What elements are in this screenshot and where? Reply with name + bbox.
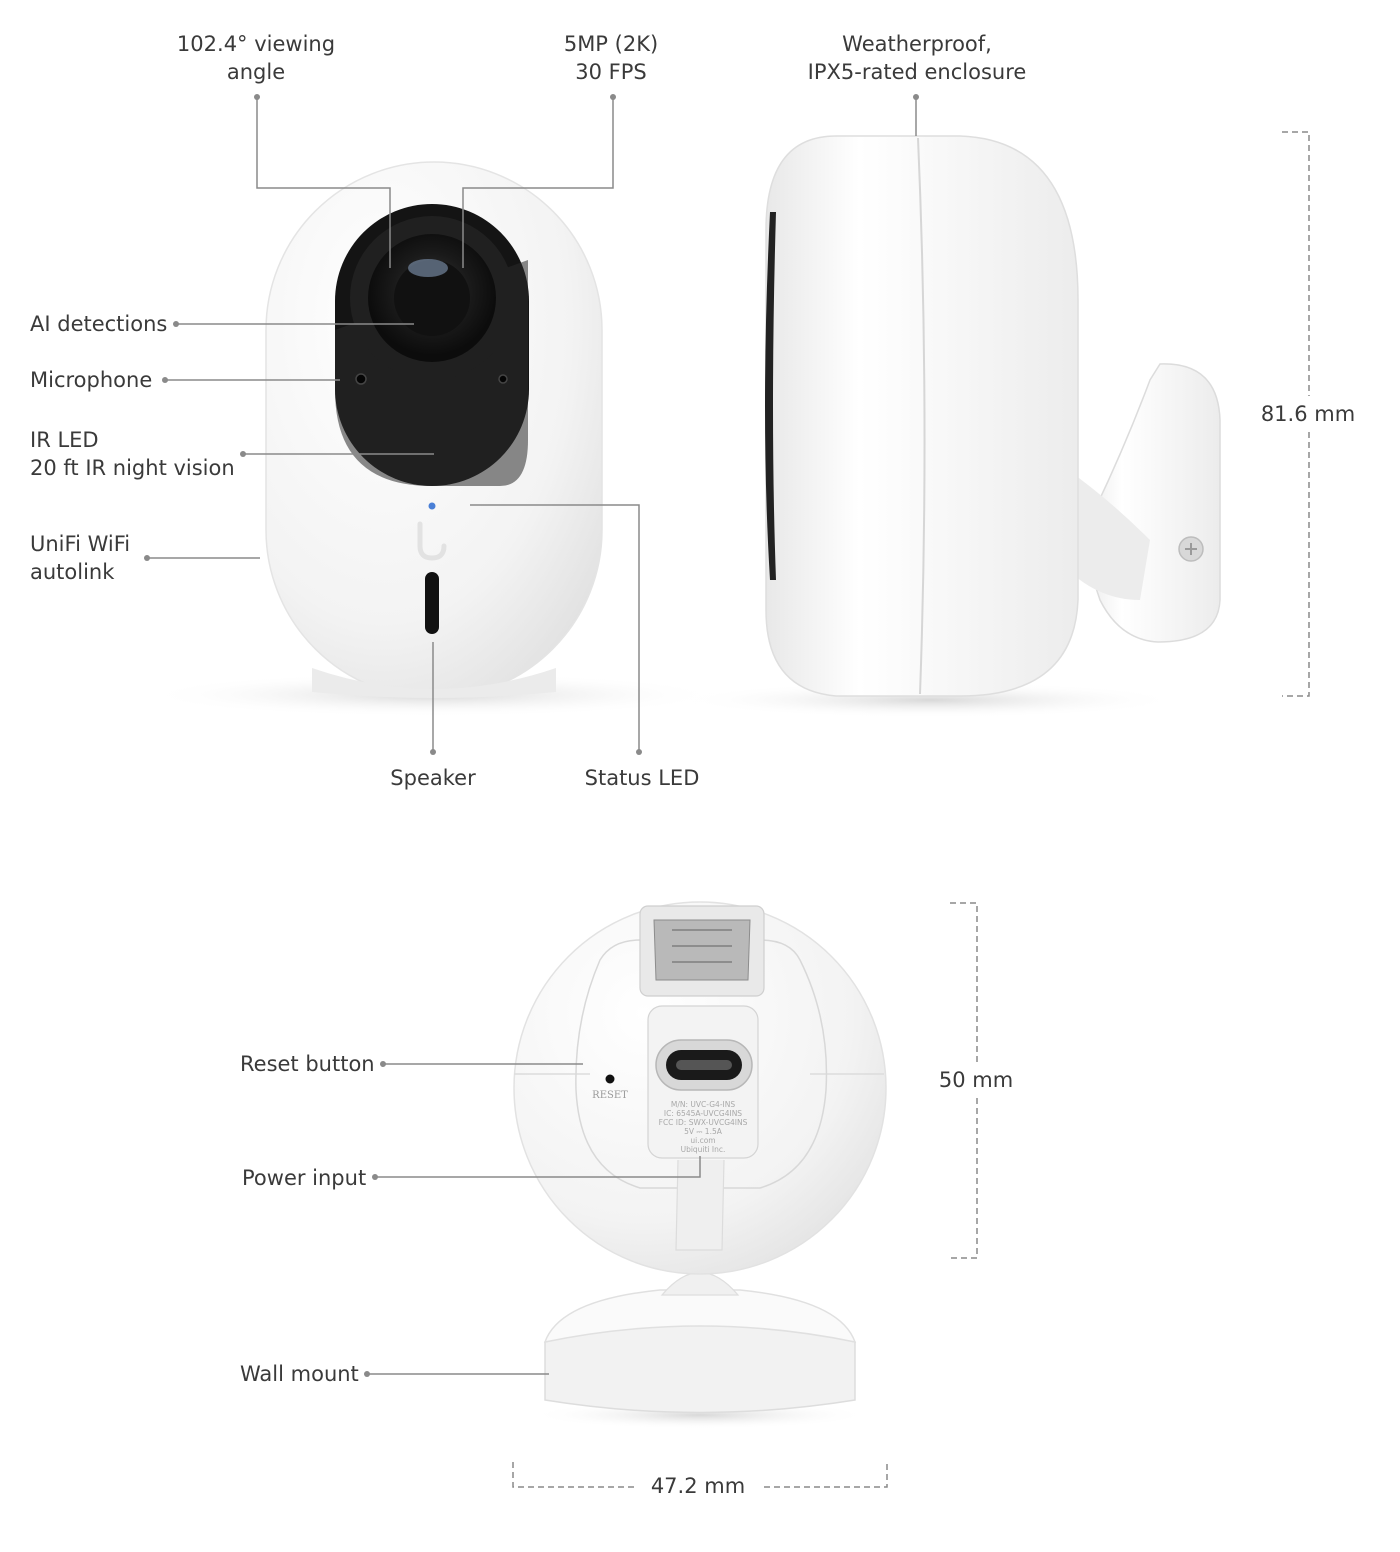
wifi-line-2: autolink [30,560,115,584]
callout-lines [147,97,917,1375]
depth-dimension-label: 50 mm [938,1068,1014,1092]
regulatory-line: IC: 6545A-UVCG4INS [664,1109,742,1118]
depth-dimension-top [950,902,978,1062]
flap-hinge [653,919,751,981]
ai-detections-label: AI detections [30,312,168,336]
wall-mount-top [543,1289,857,1344]
side-shadow [680,682,1180,718]
back-view-camera [513,901,887,1429]
reset-button-hole [605,1074,615,1084]
side-mount-arm [1068,470,1150,600]
wall-mount-base [544,1320,856,1414]
resolution-line-2: 30 FPS [575,60,647,84]
weatherproof-line-1: Weatherproof, [842,32,992,56]
width-dimension-right [764,1462,888,1488]
weatherproof-label: Weatherproof, IPX5-rated enclosure [808,30,1027,86]
screw-cross [1185,543,1197,555]
depth-dimension-bottom [950,1098,978,1259]
viewing-angle-line-1: 102.4° viewing [176,32,336,56]
side-view-camera [680,135,1221,718]
regulatory-line: ui.com [690,1136,715,1145]
wall-mount-label: Wall mount [240,1362,359,1386]
viewing-angle-label: 102.4° viewing angle [177,30,335,86]
cable-channel [675,1159,725,1251]
usb-c-tongue [676,1060,732,1070]
callout-line-viewing-angle [256,97,391,268]
resolution-label: 5MP (2K) 30 FPS [564,30,658,86]
height-dimension-top [1282,131,1310,396]
ir-led-line-1: IR LED [30,428,99,452]
front-base [312,668,556,698]
regulatory-line: FCC ID: SWX-UVCG4INS [659,1118,748,1127]
unifi-logo-icon [417,521,447,561]
front-view-camera [143,161,723,717]
side-lens-edge [765,212,776,580]
lens-inner [394,260,470,336]
sensor-hole [498,374,508,384]
ir-led-line-2: 20 ft IR night vision [30,456,235,480]
callout-dots [144,94,919,1377]
callout-line-power [375,1156,701,1178]
viewing-angle-line-2: angle [226,60,286,84]
width-dimension-left [512,1462,636,1488]
callout-line-resolution [462,97,614,268]
reset-printed-label: RESET [592,1090,628,1101]
regulatory-line: 5V ⎓ 1.5A [684,1127,723,1136]
height-dimension-bottom [1282,432,1310,697]
status-led-label: Status LED [584,766,700,790]
side-body [765,135,1079,697]
width-dimension-label: 47.2 mm [650,1474,746,1498]
status-led-dot [428,502,436,510]
height-dimension-label: 81.6 mm [1260,402,1356,426]
regulatory-line: Ubiquiti Inc. [681,1145,726,1154]
flap-ribs [672,929,732,963]
regulatory-line: M/N: UVC-G4-INS [671,1100,735,1109]
power-input-label: Power input [242,1166,367,1190]
microphone-label: Microphone [30,368,153,392]
wifi-line-1: UniFi WiFi [30,532,131,556]
callout-line-status-led [470,504,640,752]
regulatory-label: M/N: UVC-G4-INS IC: 6545A-UVCG4INS FCC I… [659,1100,748,1154]
side-seam [917,137,926,695]
lens-glint [408,259,448,277]
mount-neck [660,1272,740,1296]
back-cover-outline [575,939,828,1189]
speaker-slot [425,572,439,634]
resolution-line-1: 5MP (2K) [563,32,659,56]
dimension-lines [512,131,1310,1488]
weatherproof-line-2: IPX5-rated enclosure [807,60,1027,84]
microphone-hole [355,373,367,385]
ir-led-label: IR LED 20 ft IR night vision [30,426,235,482]
speaker-label: Speaker [390,766,476,790]
reset-button-label: Reset button [240,1052,375,1076]
wifi-autolink-label: UniFi WiFi autolink [30,530,130,586]
